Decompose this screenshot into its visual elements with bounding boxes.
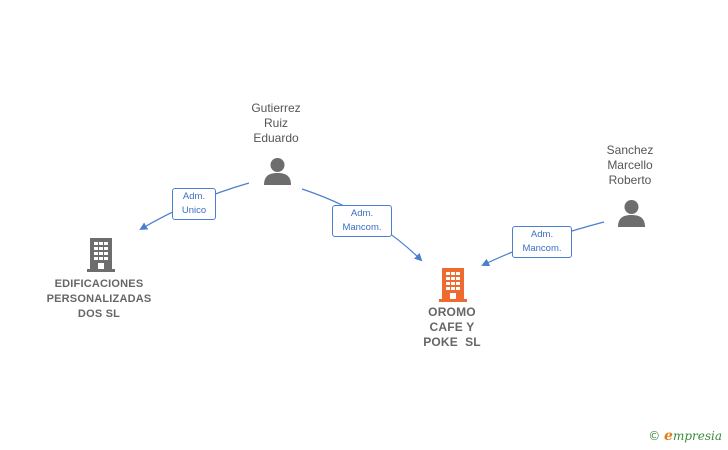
person-icon[interactable] (617, 198, 646, 228)
brand-initial: e (664, 428, 673, 444)
edge-label-line: Mancom. (522, 243, 562, 254)
person-label-gutierrez[interactable]: Gutierrez Ruiz Eduardo (236, 101, 316, 146)
company-name-line: PERSONALIZADAS (46, 293, 152, 305)
edge-label-line: Unico (181, 205, 207, 216)
company-name-line: POKE SL (423, 335, 481, 349)
edge-label-line: Adm. (182, 191, 206, 202)
edge-badge-adm-mancom-2[interactable]: Adm. Mancom. (512, 226, 572, 258)
company-name-line: DOS SL (77, 308, 121, 320)
person-name-line: Marcello (607, 158, 653, 172)
company-label-edificaciones[interactable]: EDIFICACIONES PERSONALIZADAS DOS SL (34, 277, 164, 322)
person-name-line: Gutierrez (251, 101, 301, 115)
person-name-line: Roberto (608, 173, 652, 187)
person-label-sanchez[interactable]: Sanchez Marcello Roberto (590, 143, 670, 188)
edge-label-line: Adm. (350, 208, 374, 219)
person-name-line: Ruiz (263, 116, 288, 130)
edge-badge-adm-unico[interactable]: Adm. Unico (172, 188, 216, 220)
edge-label-line: Adm. (530, 229, 554, 240)
company-name-line: EDIFICACIONES (54, 278, 144, 290)
edge-label-line: Mancom. (342, 222, 382, 233)
person-name-line: Eduardo (253, 131, 299, 145)
copyright-symbol: © (648, 429, 661, 443)
company-name-line: CAFE Y (429, 320, 475, 334)
building-icon-main[interactable] (438, 266, 468, 302)
brand-watermark: © empresia (648, 428, 722, 444)
company-label-oromo[interactable]: OROMO CAFE Y POKE SL (402, 305, 502, 350)
building-icon[interactable] (86, 236, 116, 272)
person-icon[interactable] (263, 156, 292, 186)
brand-name: mpresia (672, 429, 722, 443)
company-name-line: OROMO (428, 305, 476, 319)
edge-badge-adm-mancom-1[interactable]: Adm. Mancom. (332, 205, 392, 237)
person-name-line: Sanchez (606, 143, 654, 157)
